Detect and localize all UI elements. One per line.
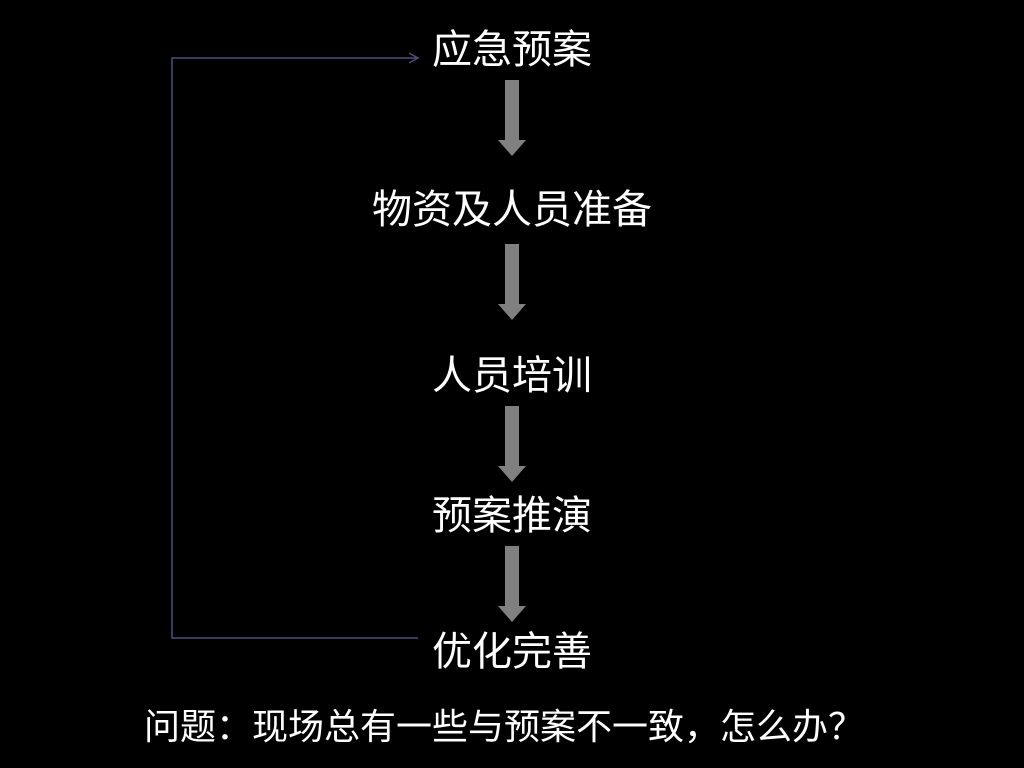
arrow-head bbox=[498, 304, 526, 320]
arrow-shaft bbox=[505, 546, 519, 606]
down-arrow-icon bbox=[498, 244, 526, 320]
flow-step-materials-personnel: 物资及人员准备 bbox=[372, 187, 652, 233]
flow-step-optimize: 优化完善 bbox=[432, 629, 592, 675]
feedback-loop-arrowhead bbox=[408, 52, 420, 64]
arrow-head bbox=[498, 140, 526, 156]
arrow-shaft bbox=[505, 244, 519, 304]
down-arrow-icon bbox=[498, 80, 526, 156]
flow-step-emergency-plan: 应急预案 bbox=[432, 27, 592, 73]
question-text: 问题：现场总有一些与预案不一致，怎么办？ bbox=[144, 707, 865, 748]
arrow-head bbox=[498, 466, 526, 482]
arrow-head bbox=[498, 606, 526, 622]
flow-step-drill: 预案推演 bbox=[432, 493, 592, 539]
feedback-loop-line bbox=[171, 57, 418, 639]
arrow-shaft bbox=[505, 80, 519, 140]
arrow-shaft bbox=[505, 406, 519, 466]
down-arrow-icon bbox=[498, 406, 526, 482]
down-arrow-icon bbox=[498, 546, 526, 622]
flow-step-training: 人员培训 bbox=[432, 353, 592, 399]
